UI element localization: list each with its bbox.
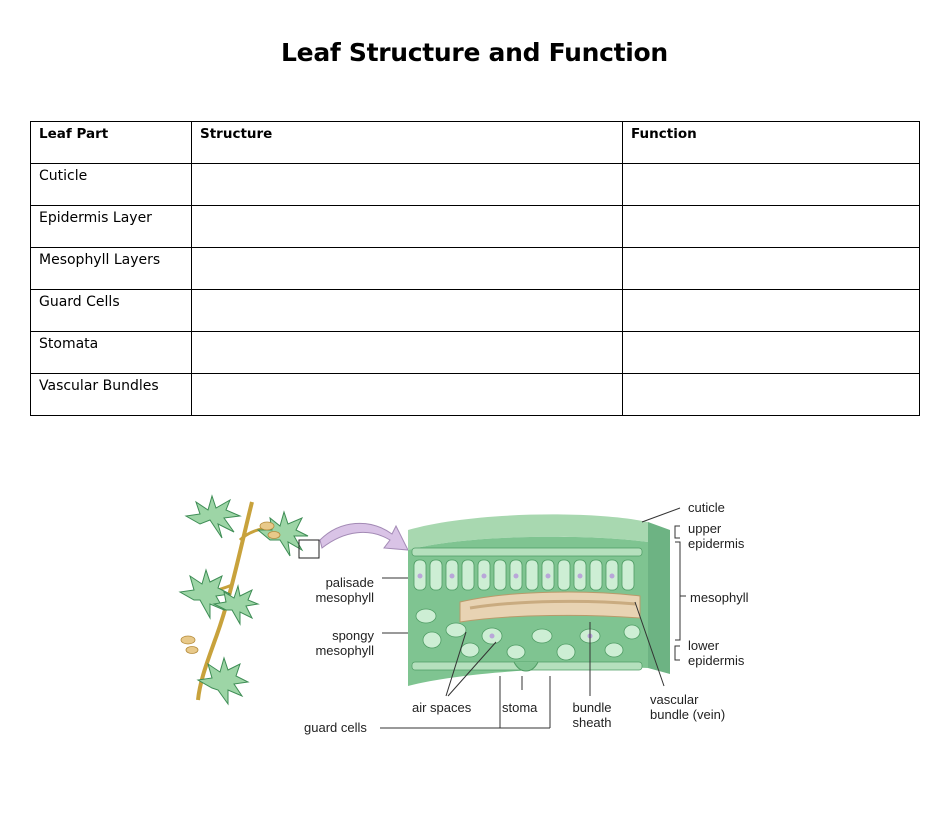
leaf-block-side bbox=[648, 522, 670, 674]
label-cuticle: cuticle bbox=[688, 500, 725, 515]
structure-cell[interactable] bbox=[191, 289, 623, 332]
table-row: Vascular Bundles bbox=[30, 373, 920, 416]
maple-leaf-icon bbox=[178, 494, 309, 706]
function-cell[interactable] bbox=[622, 373, 920, 416]
structure-cell[interactable] bbox=[191, 163, 623, 206]
leaf-part-cell: Guard Cells bbox=[30, 289, 192, 332]
label-mesophyll: mesophyll bbox=[690, 590, 749, 605]
zoom-box bbox=[298, 539, 320, 559]
structure-cell[interactable] bbox=[191, 373, 623, 416]
leaf-structure-table: Leaf Part Structure Function Cuticle Epi… bbox=[30, 121, 920, 416]
structure-cell[interactable] bbox=[191, 247, 623, 290]
function-cell[interactable] bbox=[622, 331, 920, 374]
structure-cell[interactable] bbox=[191, 205, 623, 248]
table-header-row: Leaf Part Structure Function bbox=[30, 121, 920, 164]
structure-cell[interactable] bbox=[191, 331, 623, 374]
leaf-block-top bbox=[408, 514, 648, 550]
page-title: Leaf Structure and Function bbox=[281, 38, 668, 67]
leaf-part-cell: Cuticle bbox=[30, 163, 192, 206]
column-header-leaf-part: Leaf Part bbox=[30, 121, 192, 164]
function-cell[interactable] bbox=[622, 205, 920, 248]
table-row: Stomata bbox=[30, 331, 920, 374]
stoma bbox=[513, 661, 539, 672]
zoom-arrow-icon bbox=[319, 522, 409, 551]
label-guard-cells: guard cells bbox=[304, 720, 367, 735]
function-cell[interactable] bbox=[622, 163, 920, 206]
column-header-function: Function bbox=[622, 121, 920, 164]
label-air-spaces: air spaces bbox=[412, 700, 472, 715]
leaf-part-cell: Vascular Bundles bbox=[30, 373, 192, 416]
function-cell[interactable] bbox=[622, 289, 920, 332]
leaf-part-cell: Stomata bbox=[30, 331, 192, 374]
table-row: Mesophyll Layers bbox=[30, 247, 920, 290]
table-row: Epidermis Layer bbox=[30, 205, 920, 248]
table-row: Cuticle bbox=[30, 163, 920, 206]
column-header-structure: Structure bbox=[191, 121, 623, 164]
table-row: Guard Cells bbox=[30, 289, 920, 332]
leaf-part-cell: Mesophyll Layers bbox=[30, 247, 192, 290]
leaf-part-cell: Epidermis Layer bbox=[30, 205, 192, 248]
label-stoma: stoma bbox=[502, 700, 538, 715]
function-cell[interactable] bbox=[622, 247, 920, 290]
leaf-diagram-svg bbox=[178, 494, 686, 729]
